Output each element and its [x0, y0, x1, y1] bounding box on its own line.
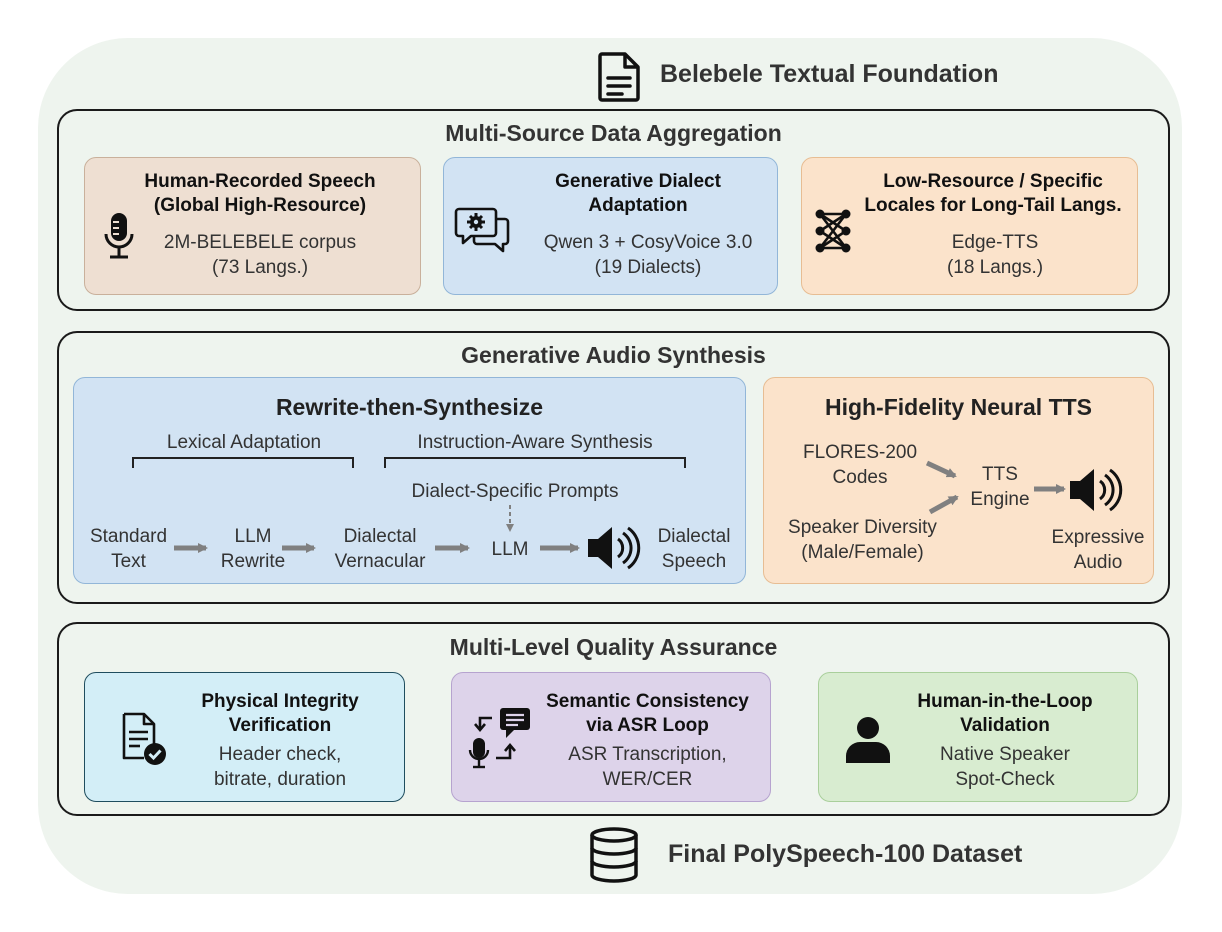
dialectal-speech-node: Dialectal Speech [657, 526, 731, 572]
instruction-bracket [384, 457, 686, 468]
llm-rewrite-node: LLM Rewrite [220, 526, 286, 572]
llm-node: LLM [491, 539, 529, 560]
aggregation-card-human [84, 157, 421, 295]
aggregation-card-lowresource [801, 157, 1138, 295]
database-icon [588, 827, 640, 888]
dialect-prompts-label: Dialect-Specific Prompts [411, 481, 619, 502]
dialect-adaptation-title: Generative Dialect Adaptation [555, 171, 721, 216]
arrow-speaker-to-engine [928, 494, 959, 515]
network-icon [814, 208, 854, 259]
physical-integrity-details: Header check, bitrate, duration [213, 744, 347, 790]
human-loop-title: Human-in-the-Loop Validation [917, 691, 1093, 736]
chat-gear-icon [454, 205, 511, 262]
semantic-consistency-details: ASR Transcription, WER/CER [568, 744, 727, 790]
lexical-bracket [132, 457, 354, 468]
footer-title: Final PolySpeech-100 Dataset [668, 840, 1023, 868]
tts-title: High-Fidelity Neural TTS [824, 394, 1093, 420]
physical-integrity-title: Physical Integrity Verification [201, 691, 359, 736]
low-resource-details: Edge-TTS (18 Langs.) [946, 232, 1044, 278]
low-resource-title: Low-Resource / Specific Locales for Long… [864, 171, 1122, 216]
dialect-adaptation-details: Qwen 3 + CosyVoice 3.0 (19 Dialects) [543, 232, 753, 278]
tts-engine-node: TTS Engine [970, 464, 1030, 510]
document-check-icon [120, 712, 168, 771]
synthesis-title: Generative Audio Synthesis [461, 342, 766, 368]
quality-title: Multi-Level Quality Assurance [449, 634, 778, 660]
audio-speaker-icon [1070, 468, 1123, 512]
lexical-adaptation-label: Lexical Adaptation [166, 432, 322, 453]
expressive-audio-node: Expressive Audio [1051, 527, 1145, 573]
human-loop-details: Native Speaker Spot-Check [940, 744, 1070, 790]
instruction-aware-label: Instruction-Aware Synthesis [417, 432, 653, 453]
quality-card-physical [84, 672, 405, 802]
arrow-flores-to-engine [925, 460, 957, 479]
dialectal-vernacular-node: Dialectal Vernacular [334, 526, 426, 572]
semantic-consistency-title: Semantic Consistency via ASR Loop [546, 691, 749, 736]
speaker-diversity-node: Speaker Diversity (Male/Female) [788, 517, 937, 563]
flores-node: FLORES-200 Codes [802, 442, 918, 488]
rewrite-title: Rewrite-then-Synthesize [275, 394, 544, 420]
human-speech-title: Human-Recorded Speech (Global High-Resou… [144, 171, 376, 216]
person-icon [845, 716, 891, 769]
asr-loop-icon [468, 706, 532, 777]
aggregation-title: Multi-Source Data Aggregation [445, 120, 782, 146]
human-speech-details: 2M-BELEBELE corpus (73 Langs.) [163, 232, 357, 278]
document-icon [597, 52, 641, 107]
speaker-icon [588, 526, 641, 570]
standard-text-node: Standard Text [89, 526, 168, 572]
header-title: Belebele Textual Foundation [660, 60, 999, 88]
microphone-icon [104, 212, 134, 265]
aggregation-card-dialect [443, 157, 778, 295]
quality-card-semantic [451, 672, 771, 802]
